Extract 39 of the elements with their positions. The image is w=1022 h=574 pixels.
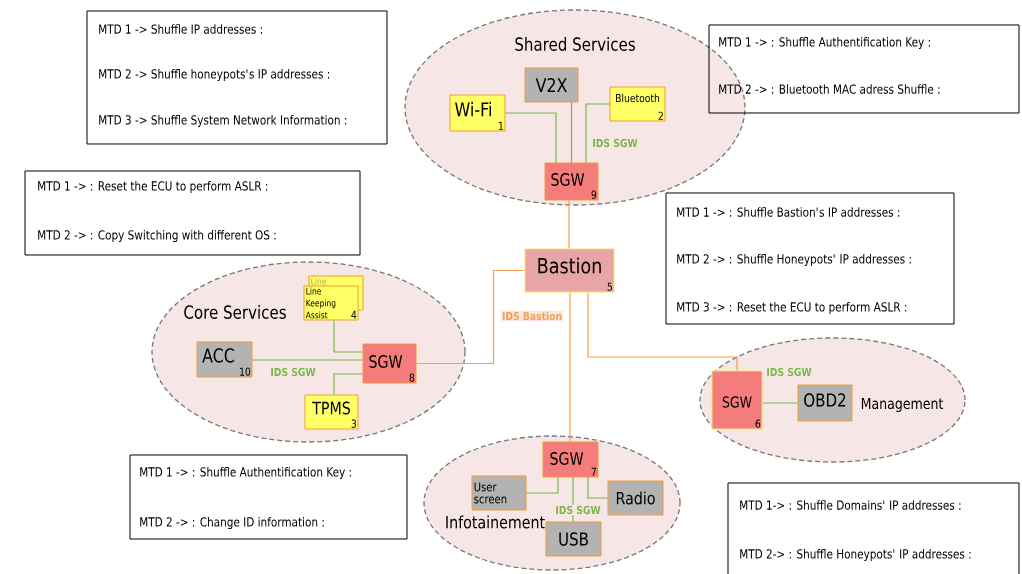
mtd-box: MTD 1 -> : Reset the ECU to perform ASLR : MTD 2 -> : Copy Switching with different OS : (24, 170, 361, 256)
gateway-box: SGW 7 (542, 441, 599, 478)
device-box: USB (545, 521, 602, 557)
connector-line (570, 101, 573, 164)
connector-line (569, 291, 571, 443)
connector-line (504, 112, 557, 164)
mtd-box: MTD 1 -> : Shuffle Authentification Key : MTD 2 -> : Bluetooth MAC adress Shuffle : (708, 24, 1020, 114)
connector-line (587, 476, 609, 499)
connector-line (568, 199, 570, 250)
connector-line (587, 291, 738, 372)
device-box: Bluetooth 2 (609, 86, 666, 122)
connector-line (333, 373, 364, 396)
ids-label: IDS SGW (765, 366, 813, 378)
connector-line (333, 319, 364, 353)
mtd-box: MTD 1 -> Shuffle IP addresses : MTD 2 -> Shuffle honeypots's IP addresses : MTD 3 -> Shuffle System Network Information : (86, 10, 388, 145)
connector-line (761, 402, 799, 404)
device-box: Wi-Fi 1 (449, 94, 506, 132)
bastion-box: Bastion 5 (524, 248, 615, 293)
ids-label: IDS Bastion (501, 310, 564, 322)
gateway-box: SGW 8 (362, 343, 417, 384)
ids-label: IDS SGW (591, 137, 639, 149)
device-box: TPMS 3 (304, 394, 359, 430)
device-box: V2X (524, 67, 579, 103)
device-box: Radio (607, 480, 664, 516)
connector-line (525, 476, 559, 494)
mtd-box: MTD 1 -> : Shuffle Bastion's IP addresses : MTD 2 -> : Shuffle Honeypots' IP addresses : MTD 3 -> : Reset the ECU to perform ASLR : (665, 192, 955, 325)
connector-line (585, 103, 611, 164)
device-box: ACC 10 (196, 341, 253, 378)
connector-line (251, 359, 364, 361)
gateway-box: SGW 9 (544, 162, 599, 201)
device-box: OBD2 (797, 384, 853, 422)
ids-label: IDS SGW (269, 366, 317, 378)
gateway-box: SGW 6 (711, 370, 763, 430)
device-box: Line Keeping Assist 4 (303, 285, 359, 321)
ids-label: IDS SGW (554, 504, 602, 516)
connector-line (415, 269, 526, 365)
mtd-box: MTD 1-> : Shuffle Domains' IP addresses : MTD 2-> : Shuffle Honeypots' IP addresses : (727, 482, 1020, 574)
device-box: User screen (471, 475, 527, 511)
mtd-box: MTD 1 -> : Shuffle Authentification Key : MTD 2 -> : Change ID information : (129, 454, 408, 540)
